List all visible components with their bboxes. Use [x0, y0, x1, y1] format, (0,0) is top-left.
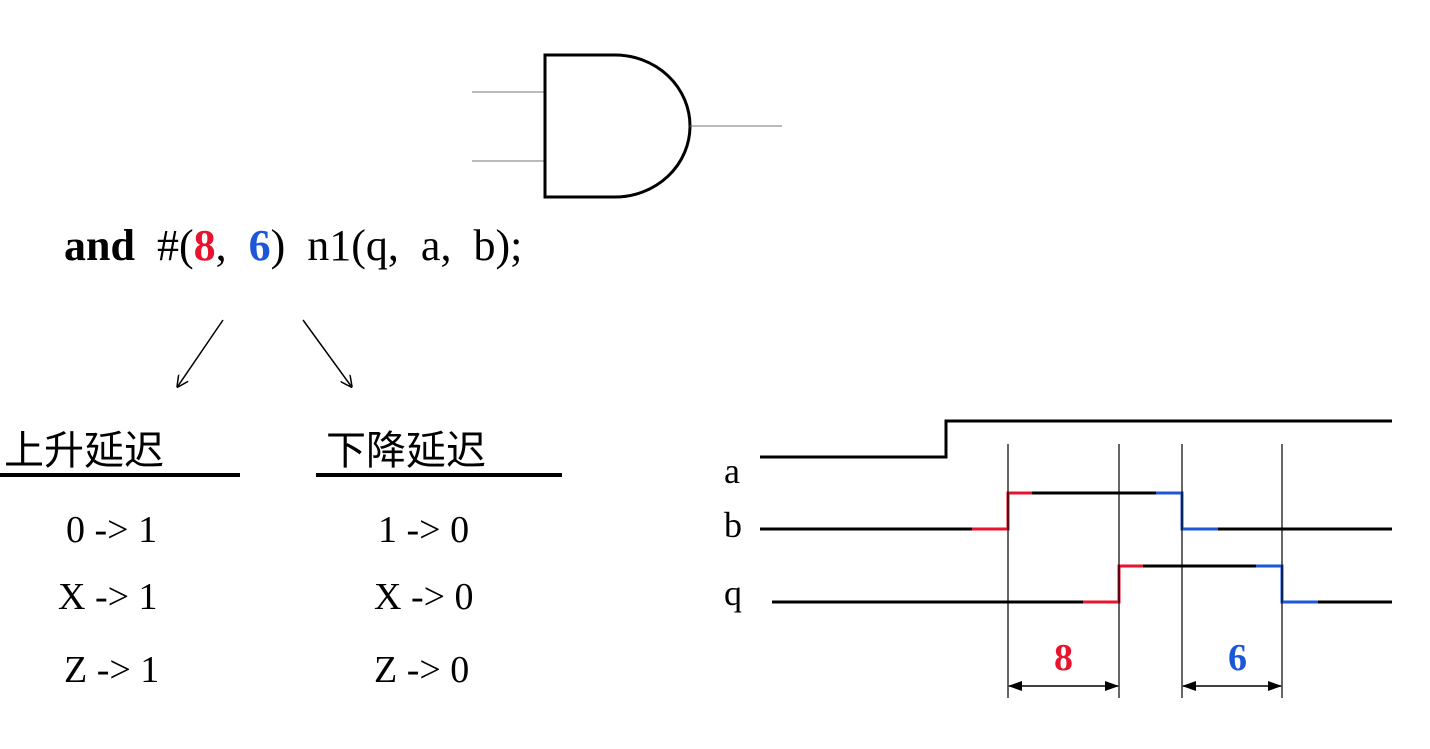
and-gate-symbol [472, 53, 782, 199]
delay-hash-open: #( [156, 221, 194, 270]
fall-delay-title: 下降延迟 [326, 428, 486, 474]
wave-b-rise [972, 491, 1032, 531]
wave-b-fall [1156, 491, 1218, 531]
signal-label-q: q [724, 573, 742, 613]
rise-transition-3: Z -> 1 [64, 649, 160, 691]
rise-delay-title: 上升延迟 [4, 428, 164, 474]
delay-comma: , [215, 221, 227, 270]
fall-transition-2: X -> 0 [374, 576, 474, 618]
fall-transition-3: Z -> 0 [374, 649, 470, 691]
rise-delay-label: 8 [1054, 637, 1073, 679]
wave-q-rise [1083, 564, 1143, 604]
rise-arrow [178, 319, 224, 386]
verilog-code-line: and #(8, 6) n1(q, a, b); [64, 220, 522, 271]
gate-body [543, 53, 692, 199]
keyword-and: and [64, 221, 135, 270]
code-rest: ) n1(q, a, b); [270, 221, 523, 270]
signal-label-b: b [724, 505, 742, 545]
rise-transition-2: X -> 1 [58, 576, 158, 618]
rise-delay-value: 8 [193, 221, 216, 270]
signal-label-a: a [724, 451, 740, 491]
fall-arrow [302, 319, 351, 386]
fall-delay-label: 6 [1228, 637, 1247, 679]
waveform-diagram [760, 419, 1392, 604]
wave-q-fall [1256, 564, 1318, 604]
rise-transition-1: 0 -> 1 [66, 509, 158, 551]
timing-guides [1007, 444, 1283, 698]
fall-delay-value: 6 [248, 221, 271, 270]
wave-a [760, 419, 1392, 459]
fall-transition-1: 1 -> 0 [378, 509, 470, 551]
